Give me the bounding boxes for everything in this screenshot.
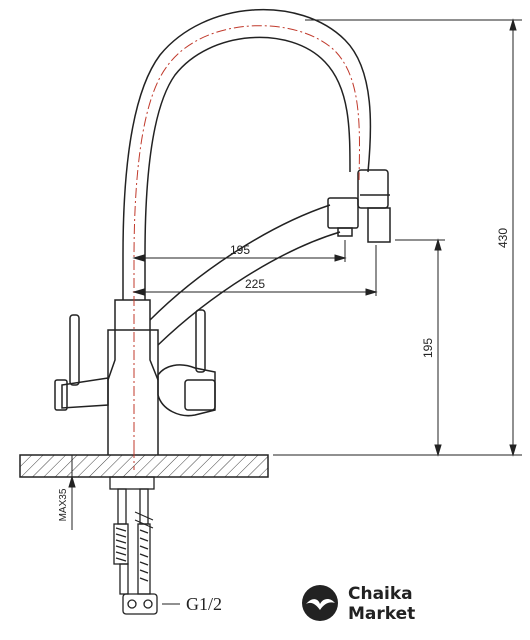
faucet-body xyxy=(54,8,391,455)
dimension-lines xyxy=(68,18,522,605)
centerlines xyxy=(133,25,360,470)
seagull-logo-icon xyxy=(302,585,338,621)
spout-height-label: 195 xyxy=(421,338,435,358)
supply-hoses xyxy=(109,476,158,615)
thread-size-label: G1/2 xyxy=(186,594,222,614)
reach-outer-label: 225 xyxy=(245,277,265,291)
max-thickness-label: MAX35 xyxy=(58,488,69,521)
total-height-label: 430 xyxy=(496,228,510,248)
reach-inner-label: 195 xyxy=(230,243,250,257)
countertop xyxy=(19,454,269,478)
brand-name-line1: Chaika xyxy=(348,584,413,604)
brand-name-line2: Market xyxy=(348,604,415,624)
